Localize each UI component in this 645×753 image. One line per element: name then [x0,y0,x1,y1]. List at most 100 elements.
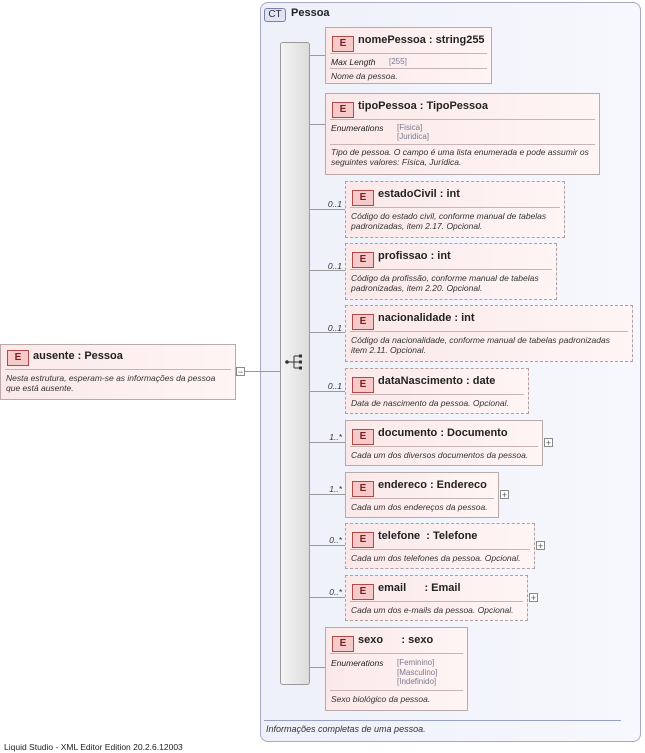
element-datanascimento[interactable]: E dataNascimento : date Data de nascimen… [345,368,529,414]
expand-toggle[interactable]: + [544,438,553,448]
divider [350,207,560,208]
element-telefone[interactable]: E telefone : Telefone Cada um dos telefo… [345,523,535,569]
element-badge-icon: E [332,36,354,52]
element-name: documento : Documento [378,427,508,439]
expand-toggle[interactable]: + [536,541,545,551]
element-badge-icon: E [332,102,354,118]
element-name: email : Email [378,582,461,594]
element-badge-icon: E [332,636,354,652]
element-profissao[interactable]: E profissao : int Código da profissão, c… [345,243,557,300]
connector-line [310,442,345,443]
element-name: nacionalidade : int [378,312,475,324]
element-badge-icon: E [352,584,374,600]
element-documentation: Código do estado civil, conforme manual … [351,211,547,231]
connector-line [310,667,325,668]
divider [330,690,463,691]
cardinality-label: 0..* [329,535,342,545]
element-documentation: Tipo de pessoa. O campo é uma lista enum… [331,147,589,167]
element-documentation: Nome da pessoa. [331,71,398,81]
connector-line [310,494,345,495]
divider [5,369,231,370]
element-documentation: Código da nacionalidade, conforme manual… [351,335,610,355]
complex-type-documentation: Informações completas de uma pessoa. [266,724,426,734]
element-documentation: Código da profissão, conforme manual de … [351,273,539,293]
divider [330,119,595,120]
element-documento[interactable]: E documento : Documento Cada um dos dive… [345,420,543,466]
cardinality-label: 0..1 [327,261,342,271]
facet-value: [Juridica] [397,132,430,141]
element-documentation: Cada um dos endereços da pessoa. [351,502,488,512]
element-badge-icon: E [7,350,29,366]
divider [350,331,628,332]
element-nomepessoa[interactable]: E nomePessoa : string255 Max Length [255… [325,27,492,84]
connector-line [310,209,345,210]
element-badge-icon: E [352,481,374,497]
element-name: endereco : Endereco [378,479,487,491]
connector-line [310,55,325,56]
element-name: estadoCivil : int [378,188,460,200]
facet-label: Max Length [331,57,376,67]
element-documentation: Cada um dos diversos documentos da pesso… [351,450,529,460]
divider [350,498,494,499]
connector-line [310,124,325,125]
element-documentation: Data de nascimento da pessoa. Opcional. [351,398,509,408]
element-name: dataNascimento : date [378,375,496,387]
facet-label: Enumerations [331,658,384,668]
divider [330,653,463,654]
complex-type-badge-icon: CT [264,8,286,22]
element-name: sexo : sexo [358,634,434,646]
element-badge-icon: E [352,429,374,445]
connector-line [310,391,345,392]
facet-value: [Indefinido] [397,677,437,686]
cardinality-label: 0..1 [327,199,342,209]
divider [330,68,487,69]
element-email[interactable]: E email : Email Cada um dos e-mails da p… [345,575,528,621]
connector-line [310,597,345,598]
connector-line [310,332,345,333]
cardinality-label: 0..* [329,587,342,597]
facet-value: [Feminino] [397,658,435,667]
element-tipopessoa[interactable]: E tipoPessoa : TipoPessoa Enumerations [… [325,93,600,175]
cardinality-label: 1..* [329,432,342,442]
connector-line [310,545,345,546]
element-documentation: Sexo biológico da pessoa. [331,694,431,704]
expand-toggle[interactable]: + [529,593,538,603]
element-estadocivil[interactable]: E estadoCivil : int Código do estado civ… [345,181,565,238]
facet-value: [Fisica] [397,123,423,132]
divider [350,394,524,395]
expand-toggle[interactable]: + [500,490,509,500]
element-documentation: Nesta estrutura, esperam-se as informaçõ… [6,373,216,393]
element-badge-icon: E [352,532,374,548]
element-badge-icon: E [352,377,374,393]
facet-label: Enumerations [331,123,384,133]
divider [330,144,595,145]
cardinality-label: 0..1 [327,381,342,391]
element-badge-icon: E [352,314,374,330]
element-endereco[interactable]: E endereco : Endereco Cada um dos endere… [345,472,499,518]
complex-type-title: Pessoa [291,7,330,19]
divider [350,549,530,550]
element-badge-icon: E [352,190,374,206]
element-name: tipoPessoa : TipoPessoa [358,100,489,112]
root-element-ausente[interactable]: E ausente : Pessoa Nesta estrutura, espe… [0,344,236,400]
facet-value: [255] [389,57,407,66]
divider [350,601,523,602]
element-sexo[interactable]: E sexo : sexo Enumerations [Feminino] [M… [325,627,468,711]
element-documentation: Cada um dos telefones da pessoa. Opciona… [351,553,521,563]
sequence-compositor-icon[interactable] [285,352,305,372]
element-name: ausente : Pessoa [33,350,123,362]
collapse-toggle[interactable]: − [236,367,245,377]
divider [350,269,552,270]
element-name: telefone : Telefone [378,530,478,542]
sequence-compositor [280,42,310,685]
connector-line [310,270,345,271]
divider [264,720,621,721]
app-version-footer: Liquid Studio - XML Editor Edition 20.2.… [4,742,183,752]
cardinality-label: 1..* [329,484,342,494]
element-documentation: Cada um dos e-mails da pessoa. Opcional. [351,605,514,615]
element-name: profissao : int [378,250,451,262]
divider [330,53,487,54]
connector-line [245,371,280,372]
cardinality-label: 0..1 [327,323,342,333]
element-nacionalidade[interactable]: E nacionalidade : int Código da nacional… [345,305,633,362]
